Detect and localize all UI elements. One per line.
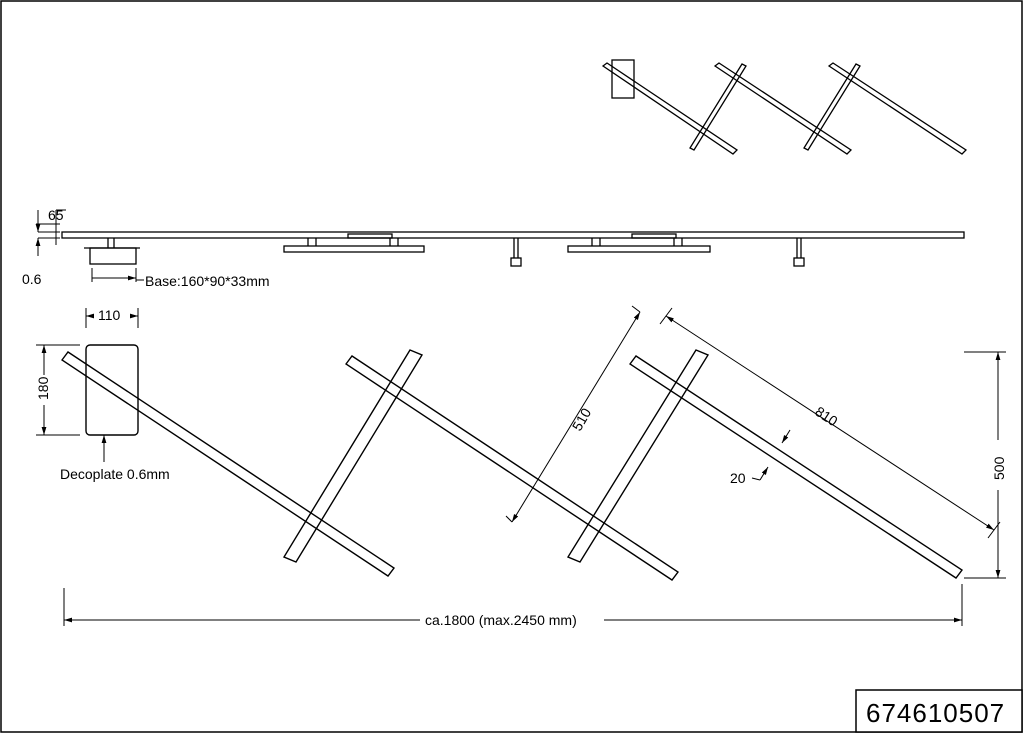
side-view <box>61 231 965 267</box>
plate-thickness-label: 0.6 <box>22 271 42 287</box>
decoplate-width-label: 110 <box>98 307 121 323</box>
side-view-dimensions <box>35 209 144 282</box>
front-cross-bar-1 <box>282 349 424 563</box>
front-cross-bar-2 <box>566 349 710 563</box>
perspective-bar-3 <box>827 62 968 155</box>
side-view-joint-2 <box>631 233 677 239</box>
side-view-base <box>89 247 137 265</box>
side-height-label: 65 <box>48 207 64 223</box>
side-view-bar-1 <box>283 245 425 253</box>
decoplate-height-label: 180 <box>35 376 51 400</box>
side-view-joint-1 <box>347 233 393 239</box>
front-long-bar-2 <box>344 355 680 581</box>
bar-length-label: 810 <box>812 403 840 429</box>
bar-width-label: 20 <box>730 470 746 486</box>
perspective-view <box>601 59 968 155</box>
decoplate <box>85 344 139 436</box>
product-code: 674610507 <box>866 698 1005 728</box>
perspective-cross-bar-2 <box>803 63 861 151</box>
front-view-dimensions <box>36 305 1006 626</box>
perspective-bar-2 <box>713 62 853 155</box>
decoplate-label: Decoplate 0.6mm <box>60 466 170 482</box>
perspective-bar-1 <box>601 62 739 155</box>
front-view <box>60 344 964 581</box>
perspective-base-plate <box>611 59 635 99</box>
side-view-bar-2 <box>567 245 711 253</box>
side-view-pendant-2 <box>793 257 805 267</box>
overall-width-label: ca.1800 (max.2450 mm) <box>425 612 577 628</box>
side-view-pendant-1 <box>510 257 522 267</box>
bar-spacing-label: 510 <box>569 405 595 433</box>
perspective-cross-bar-1 <box>689 63 747 151</box>
front-long-bar-1 <box>60 351 396 577</box>
product-code-box <box>855 689 1023 733</box>
base-size-label: Base:160*90*33mm <box>145 273 270 289</box>
side-view-rail <box>61 231 965 239</box>
overall-height-label: 500 <box>991 456 1007 480</box>
front-long-bar-3 <box>628 355 964 579</box>
